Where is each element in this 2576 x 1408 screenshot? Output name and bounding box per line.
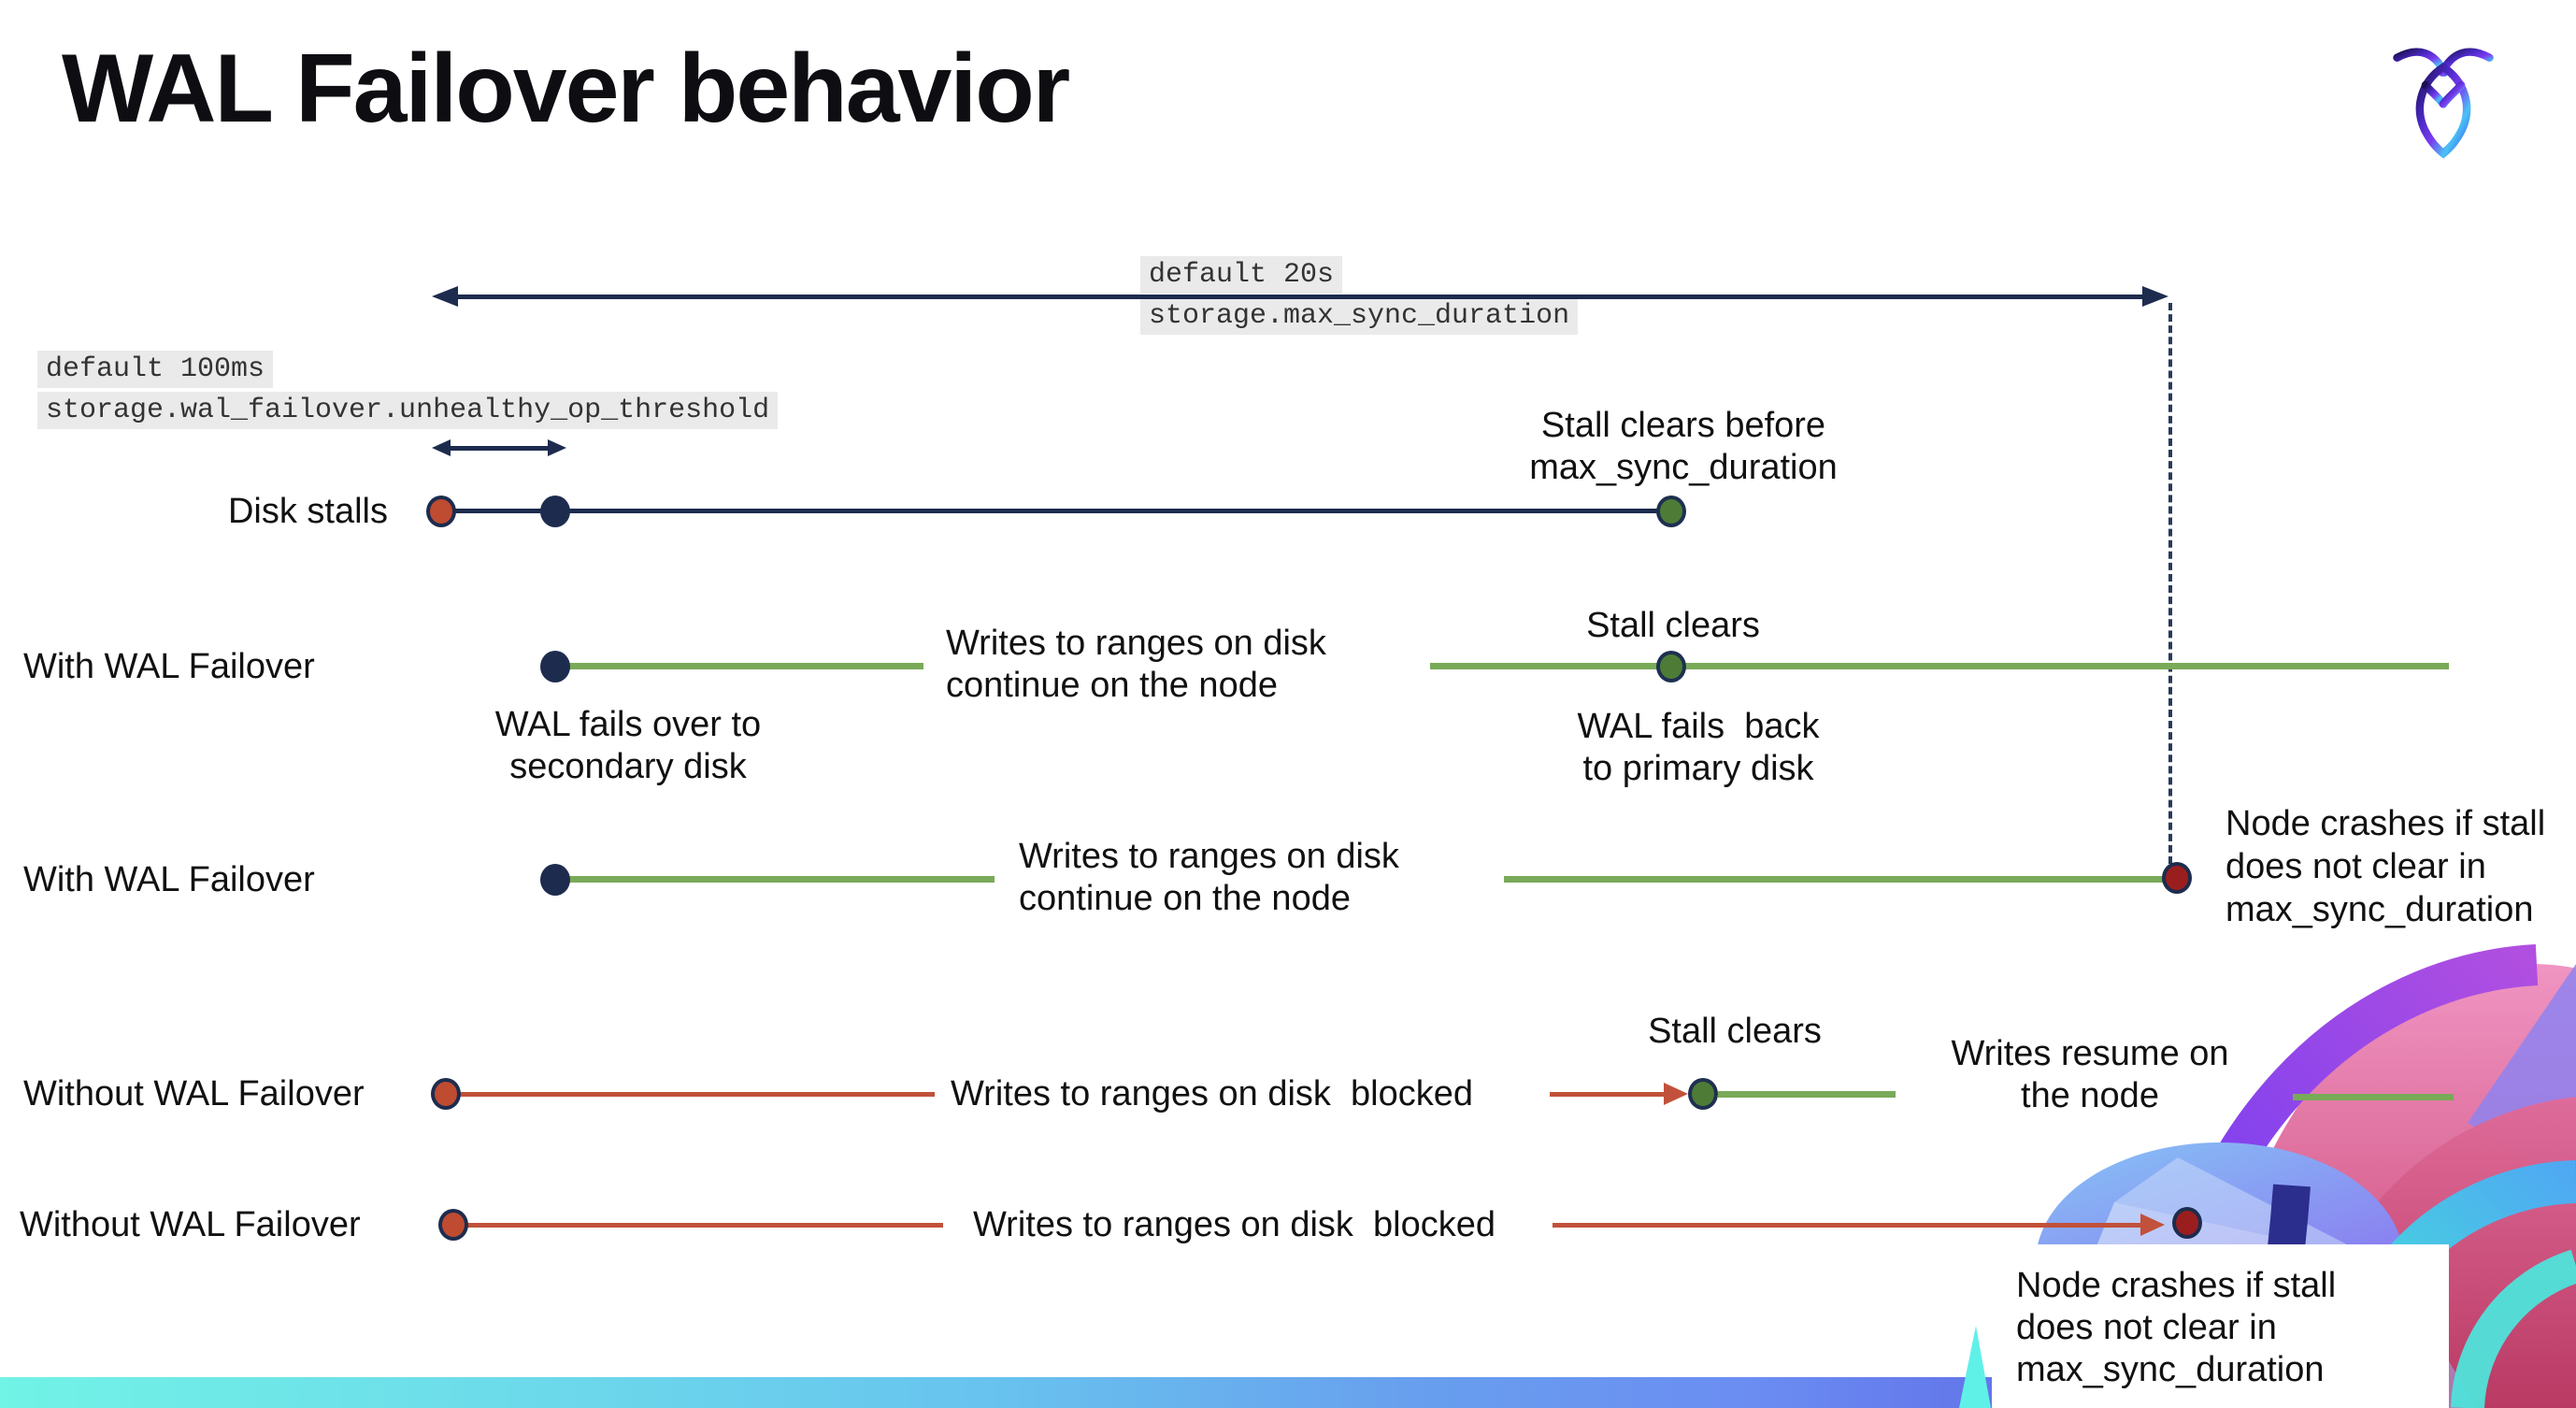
row-label-disk-stalls: Disk stalls — [227, 492, 388, 531]
stall-start-dot — [426, 496, 456, 527]
writes-blocked-annotation-row5: Writes to ranges on disk blocked — [973, 1205, 1496, 1244]
unhealthy-op-setting-label: storage.wal_failover.unhealthy_op_thresh… — [37, 392, 779, 429]
wal-fails-back-annotation: WAL fails back to primary disk — [1577, 707, 1820, 788]
wal-fails-over-annotation: WAL fails over to secondary disk — [494, 705, 762, 786]
small-arrowhead-right-icon — [548, 439, 566, 456]
cockroachdb-logo-icon — [2393, 48, 2494, 159]
failover-dot-row2 — [540, 651, 570, 682]
max-sync-deadline-dashed-line — [2168, 303, 2172, 864]
node-crashes-annotation-row5: Node crashes if stall does not clear in … — [2016, 1266, 2337, 1389]
writes-continue-annotation-row3: Writes to ranges on disk continue on the… — [1019, 837, 1399, 918]
writes-blocked-line-row5a — [453, 1223, 943, 1228]
unhealthy-op-default-label: default 100ms — [37, 351, 274, 388]
writes-continue-line-row3b — [1504, 876, 2174, 883]
max-sync-duration-arrow-line — [454, 295, 2146, 299]
stall-start-dot-row5 — [438, 1209, 468, 1241]
stall-clear-dot-row4 — [1688, 1078, 1718, 1110]
arrowhead-left-icon — [432, 286, 458, 307]
failover-dot-row3 — [540, 864, 570, 896]
writes-continue-annotation-row2: Writes to ranges on disk continue on the… — [946, 624, 1326, 705]
max-sync-setting-label: storage.max_sync_duration — [1140, 297, 1579, 335]
row-label-without-wal-failover-1: Without WAL Failover — [23, 1074, 365, 1113]
writes-blocked-line-row4b — [1550, 1092, 1664, 1097]
writes-continue-line-row2b — [1430, 663, 2449, 669]
disk-stall-timeline-line — [441, 509, 1671, 513]
writes-blocked-annotation-row4: Writes to ranges on disk blocked — [951, 1074, 1474, 1113]
writes-resume-annotation: Writes resume on the node — [1951, 1034, 2229, 1115]
failover-threshold-dot — [540, 496, 570, 527]
node-crashes-annotation-row3: Node crashes if stall does not clear in … — [2225, 804, 2546, 929]
red-arrowhead-icon-row5 — [2140, 1214, 2165, 1236]
row-label-with-wal-failover-1: With WAL Failover — [23, 647, 315, 686]
writes-continue-line-row3a — [553, 876, 995, 883]
stall-clear-dot — [1656, 496, 1686, 527]
writes-continue-line-row2a — [553, 663, 923, 669]
stall-clears-annotation-row2: Stall clears — [1586, 606, 1760, 645]
unhealthy-op-threshold-arrow-line — [447, 446, 551, 451]
row-label-with-wal-failover-2: With WAL Failover — [23, 860, 315, 899]
crash-note-box: Node crashes if stall does not clear in … — [1992, 1244, 2449, 1408]
arrowhead-right-icon — [2142, 286, 2168, 307]
small-arrowhead-left-icon — [432, 439, 451, 456]
stall-clears-before-annotation: Stall clears before max_sync_duration — [1529, 406, 1838, 487]
writes-resume-line-row4a — [1718, 1091, 1896, 1098]
writes-blocked-line-row4a — [446, 1092, 935, 1097]
page-title: WAL Failover behavior — [62, 35, 1070, 143]
writes-blocked-line-row5b — [1553, 1223, 2140, 1228]
crash-dot-row5 — [2172, 1207, 2202, 1239]
max-sync-default-label: default 20s — [1140, 256, 1343, 294]
row-label-without-wal-failover-2: Without WAL Failover — [20, 1205, 361, 1244]
red-arrowhead-icon-row4 — [1664, 1083, 1688, 1105]
writes-resume-line-row4b — [2293, 1094, 2454, 1100]
crash-dot-row3 — [2162, 862, 2192, 894]
stall-clears-annotation-row4: Stall clears — [1648, 1012, 1822, 1051]
stall-clear-dot-row2 — [1656, 651, 1686, 682]
stall-start-dot-row4 — [431, 1078, 461, 1110]
